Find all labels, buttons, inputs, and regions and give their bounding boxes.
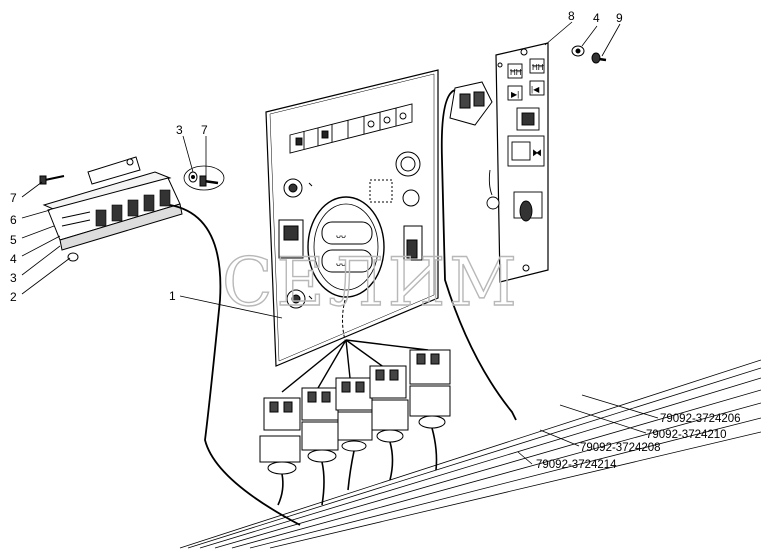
part-number-labels: 79092-3724206 79092-3724210 79092-372420…	[536, 413, 741, 471]
lamp-strip	[289, 103, 413, 154]
callout-7-top: 7	[201, 123, 208, 137]
callout-9: 9	[616, 11, 623, 25]
leader-lines	[21, 21, 659, 465]
connector-row-lower	[259, 385, 451, 475]
connector-block	[259, 299, 451, 506]
cable-bundle	[179, 359, 761, 549]
washer-and-screw-right	[571, 45, 607, 64]
svg-text:ĦĦ: ĦĦ	[510, 68, 522, 77]
callout-4-right: 4	[593, 11, 600, 25]
watermark: СЕЛИМ	[222, 244, 521, 321]
panel-controls	[278, 151, 423, 309]
callout-4-left: 4	[10, 252, 17, 266]
part-number-3724214: 79092-3724214	[536, 459, 617, 471]
right-panel-connector	[440, 81, 517, 421]
part-number-3724206: 79092-3724206	[660, 413, 741, 425]
part-number-3724208: 79092-3724208	[580, 442, 661, 454]
callout-3-top: 3	[176, 123, 183, 137]
callout-1: 1	[169, 289, 176, 303]
callout-5: 5	[10, 233, 17, 247]
callout-6: 6	[10, 213, 17, 227]
svg-text:▶|: ▶|	[511, 90, 519, 99]
callout-8: 8	[568, 9, 575, 23]
washer-and-screw-group	[183, 165, 225, 191]
callout-labels: 1 2 3 4 5 6 7 3 7 8 4 9	[10, 9, 623, 304]
left-module	[39, 156, 301, 526]
connector-row-upper	[263, 349, 451, 431]
callout-7-left: 7	[10, 191, 17, 205]
svg-text:ᴗᴗ: ᴗᴗ	[336, 258, 346, 268]
svg-text:⧓: ⧓	[532, 148, 542, 159]
dual-gauge: ᴗᴗ ᴗᴗ	[307, 196, 385, 298]
central-panel: ᴗᴗ ᴗᴗ	[265, 69, 439, 367]
callout-3-left: 3	[10, 271, 17, 285]
right-switch-panel: ĦĦ ĦĦ ▶| |◀ ⧓	[486, 42, 549, 283]
svg-text:ᴗᴗ: ᴗᴗ	[336, 230, 346, 240]
svg-text:|◀: |◀	[531, 85, 540, 94]
part-number-3724210: 79092-3724210	[646, 429, 727, 441]
callout-2: 2	[10, 290, 17, 304]
svg-text:ĦĦ: ĦĦ	[532, 63, 544, 72]
